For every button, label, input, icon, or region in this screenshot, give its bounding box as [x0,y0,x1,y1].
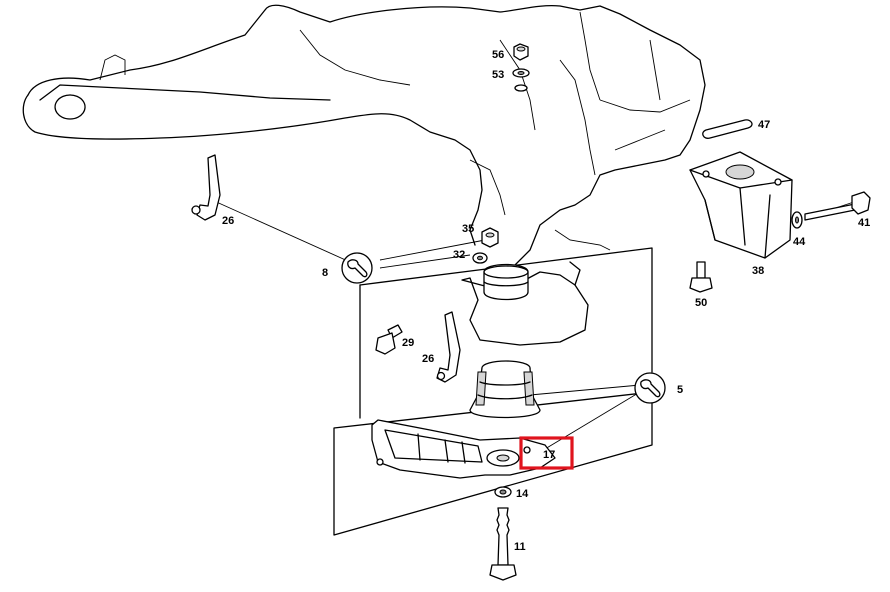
label-47: 47 [758,119,770,131]
part-11-bolt [489,507,517,581]
label-44: 44 [793,236,806,248]
assembly-panels [333,247,653,536]
part-14-washer [494,486,512,498]
label-14: 14 [516,488,529,500]
part-50-bolt [689,261,713,293]
label-26-lower: 26 [422,353,434,365]
label-26-upper: 26 [222,215,234,227]
label-11: 11 [514,541,526,553]
rubber-mount [469,360,541,419]
wrench-symbol-5 [634,372,666,404]
part-labels: 56 53 47 26 35 32 8 41 44 38 50 29 26 5 … [222,49,870,553]
part-41-bolt [804,191,871,221]
wrench-symbol-8 [341,252,373,284]
label-50: 50 [695,297,707,309]
label-56: 56 [492,49,504,61]
label-38: 38 [752,265,764,277]
label-8: 8 [322,267,328,279]
part-47-pad [702,119,753,139]
part-26-clip-lower [436,311,461,383]
highlight-box-17 [519,436,574,470]
label-32: 32 [453,249,465,261]
part-26-clip-upper [191,154,221,221]
part-29-bolt [375,324,403,355]
label-41: 41 [858,217,870,229]
label-5: 5 [677,384,683,396]
part-32-washer [472,252,488,264]
part-44-washer [791,211,803,229]
part-35-nut [481,227,499,248]
part-56-nut [513,43,529,61]
label-17: 17 [543,449,555,461]
part-38-bracket [689,151,793,259]
transmission-mount-housing [461,261,589,346]
label-29: 29 [402,337,414,349]
subframe-outline [22,4,706,266]
label-53: 53 [492,69,504,81]
label-35: 35 [462,223,474,235]
part-53-washer [512,68,530,92]
